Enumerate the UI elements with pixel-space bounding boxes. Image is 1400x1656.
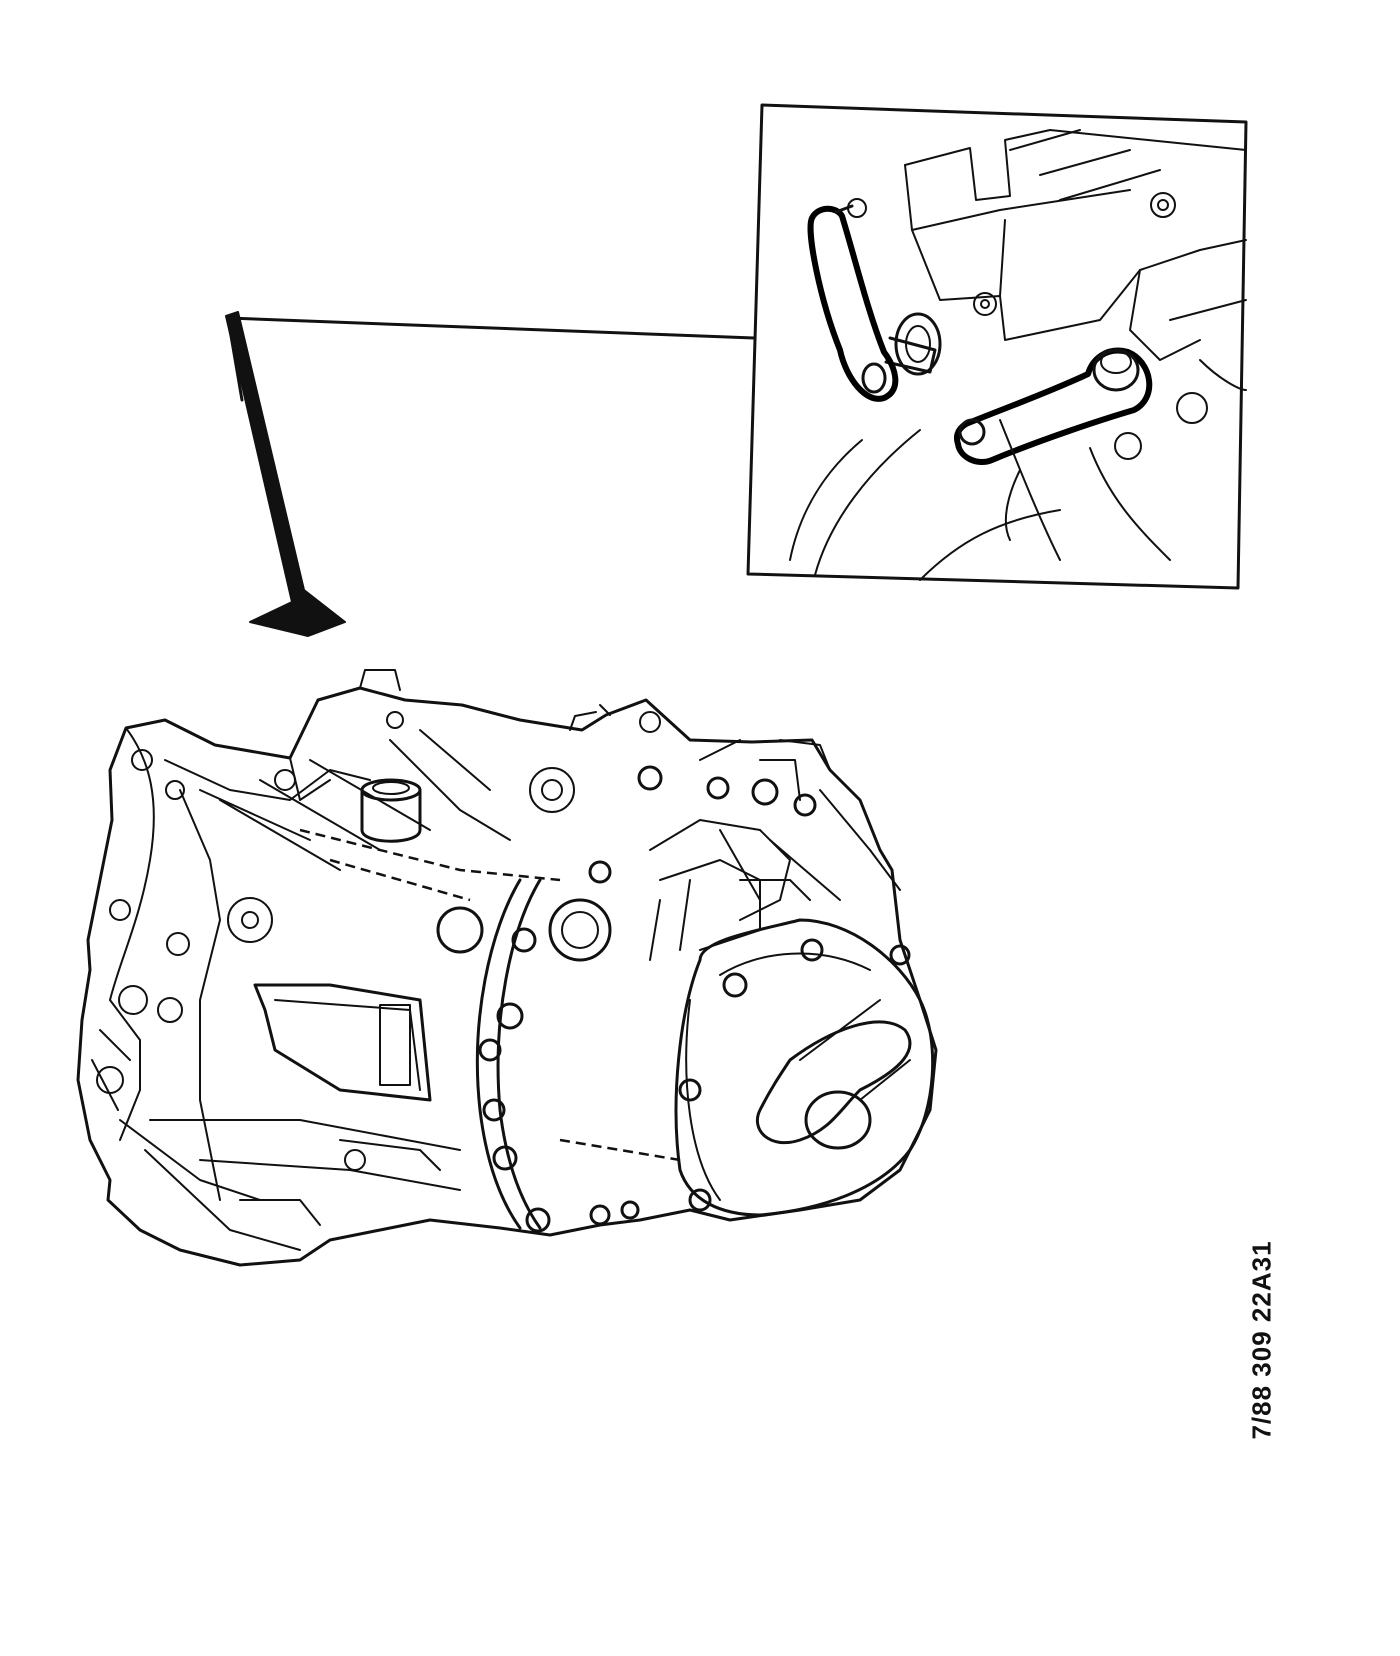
- leader-line: [226, 316, 756, 402]
- leader-arrow: [225, 311, 756, 637]
- detail-selector-levers: [789, 129, 1247, 581]
- flange-bolts: [478, 765, 911, 1233]
- reference-code-text: 7/88 309 22A31: [1246, 1240, 1277, 1440]
- detail-inset: [746, 103, 1248, 590]
- gearbox-assembly: [76, 669, 938, 1267]
- detail-inset-frame: [746, 103, 1248, 590]
- arrowhead: [225, 311, 346, 637]
